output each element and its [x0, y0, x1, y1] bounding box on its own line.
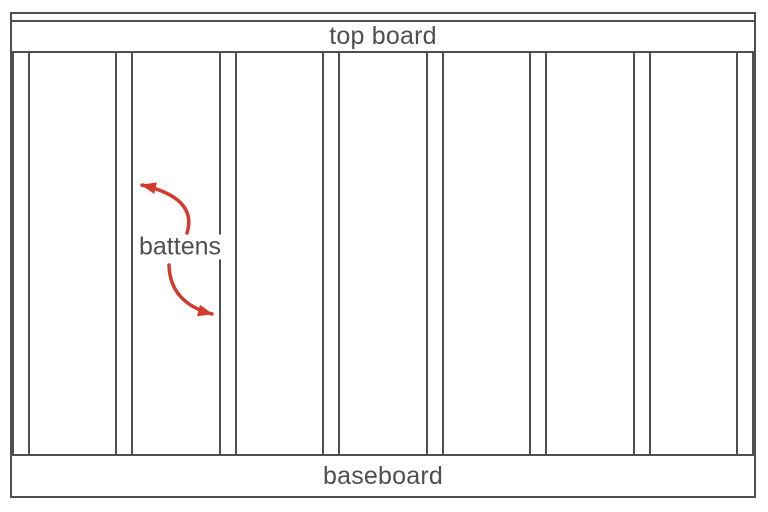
- batten: [322, 53, 341, 454]
- batten: [736, 53, 754, 454]
- battens-field: [12, 53, 754, 454]
- battens-label: battens: [136, 232, 224, 261]
- wall-frame: top board baseboard: [10, 12, 756, 498]
- top-cap-strip: [12, 14, 754, 22]
- baseboard: baseboard: [12, 454, 754, 496]
- baseboard-label: baseboard: [323, 461, 443, 490]
- batten: [12, 53, 30, 454]
- top-board-label: top board: [329, 22, 437, 50]
- batten: [115, 53, 134, 454]
- batten: [632, 53, 651, 454]
- batten: [529, 53, 548, 454]
- top-board: top board: [12, 22, 754, 53]
- batten: [425, 53, 444, 454]
